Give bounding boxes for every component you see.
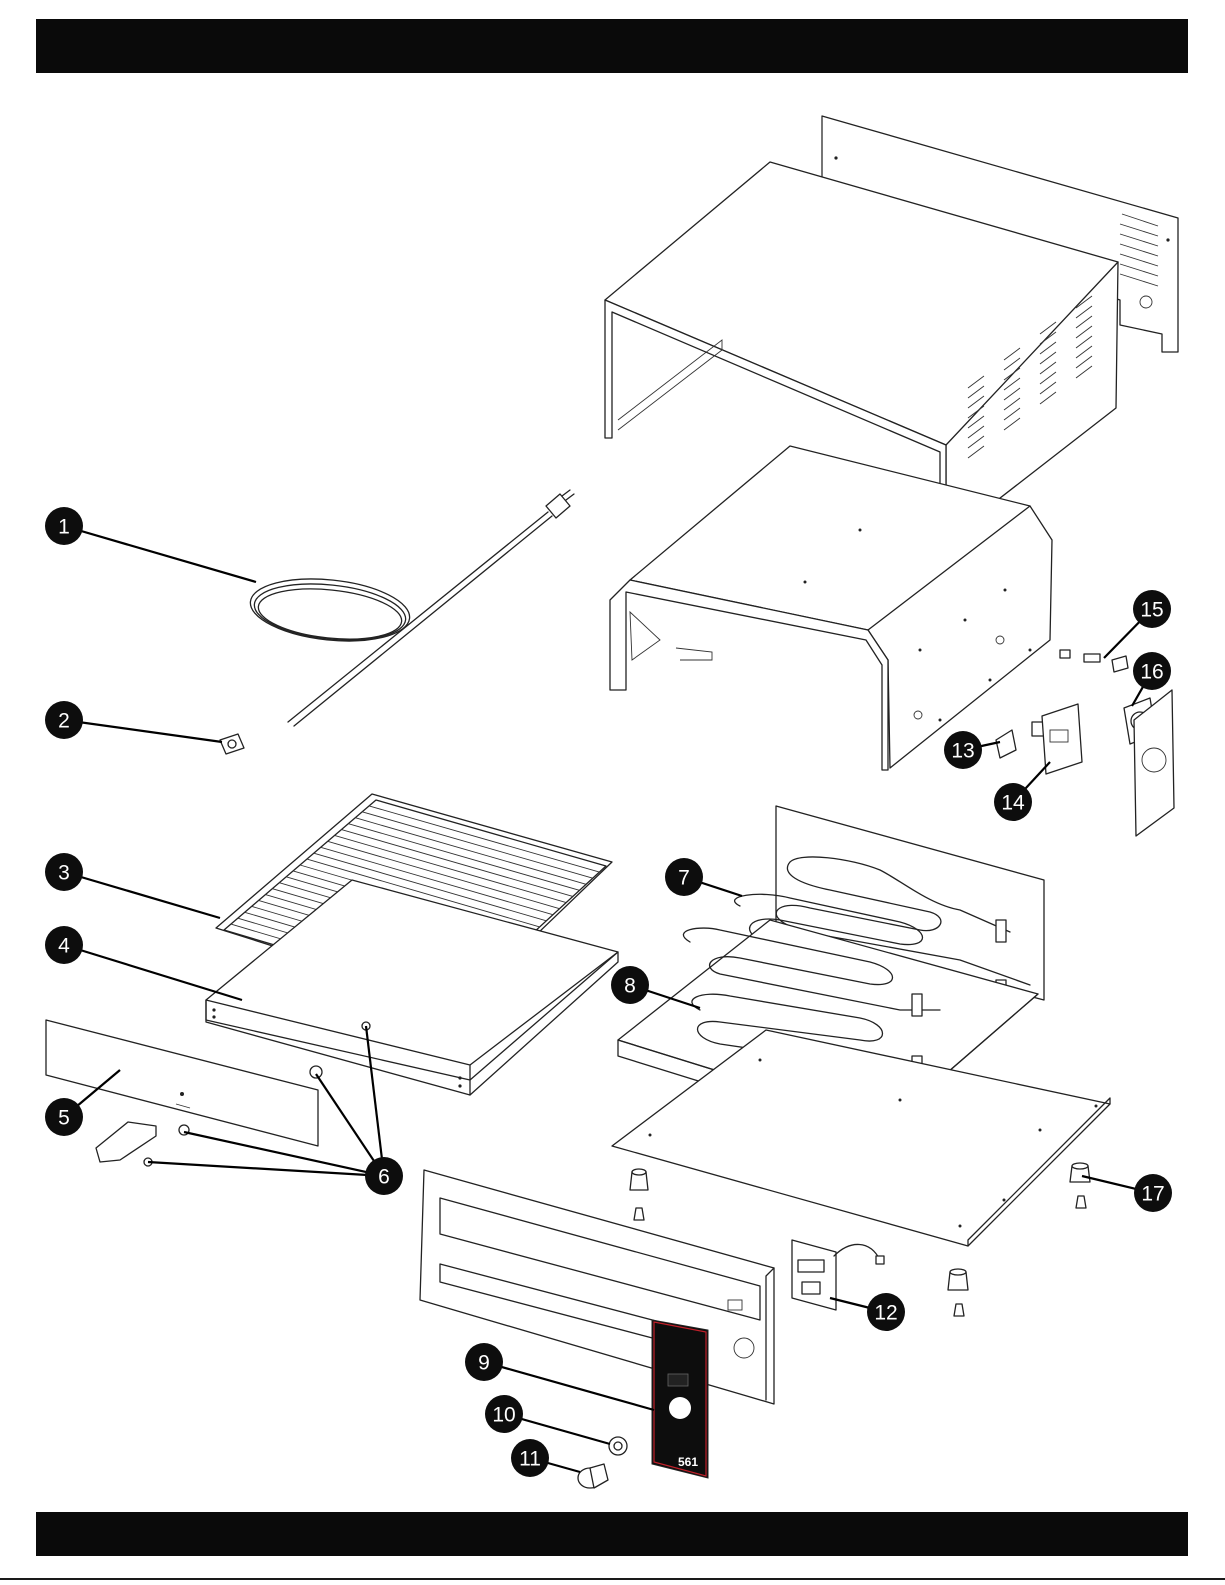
callout-number: 1 — [58, 516, 70, 539]
control-panel-overlay: 561 — [652, 1320, 708, 1478]
callout-1: 1 — [45, 507, 83, 545]
callout-6: 6 — [365, 1157, 403, 1195]
callout-13: 13 — [944, 731, 982, 769]
control-knob — [578, 1464, 608, 1488]
callout-number: 14 — [1001, 792, 1025, 815]
callout-number: 16 — [1140, 661, 1163, 684]
callout-number: 5 — [58, 1107, 70, 1130]
callout-15: 15 — [1133, 590, 1171, 628]
callout-14: 14 — [994, 783, 1032, 821]
callout-number: 17 — [1141, 1183, 1164, 1206]
bottom-plate — [612, 1030, 1110, 1246]
callout-number: 12 — [874, 1302, 897, 1325]
callout-number: 7 — [678, 867, 690, 890]
callout-number: 4 — [58, 935, 70, 958]
model-label: 561 — [678, 1455, 698, 1469]
callout-number: 2 — [58, 710, 70, 733]
callout-2: 2 — [45, 701, 83, 739]
callout-number: 3 — [58, 862, 70, 885]
potentiometer — [609, 1437, 627, 1455]
callout-number: 9 — [478, 1352, 490, 1375]
callout-number: 13 — [951, 740, 974, 763]
strain-relief — [220, 734, 244, 754]
callout-number: 8 — [624, 975, 636, 998]
callout-10: 10 — [485, 1395, 523, 1433]
callout-17: 17 — [1134, 1174, 1172, 1212]
callout-number: 11 — [519, 1448, 541, 1471]
callout-8: 8 — [611, 966, 649, 1004]
callout-9: 9 — [465, 1343, 503, 1381]
callout-7: 7 — [665, 858, 703, 896]
callout-number: 15 — [1140, 599, 1163, 622]
callout-4: 4 — [45, 926, 83, 964]
callout-3: 3 — [45, 853, 83, 891]
callout-5: 5 — [45, 1098, 83, 1136]
callout-12: 12 — [867, 1293, 905, 1331]
sensor — [1060, 650, 1128, 672]
callout-number: 10 — [492, 1404, 515, 1427]
thermostat — [996, 722, 1048, 758]
oven-chassis — [610, 446, 1052, 770]
callout-number: 6 — [378, 1166, 390, 1189]
power-cord — [247, 490, 574, 726]
callout-11: 11 — [511, 1439, 549, 1477]
callout-16: 16 — [1133, 652, 1171, 690]
